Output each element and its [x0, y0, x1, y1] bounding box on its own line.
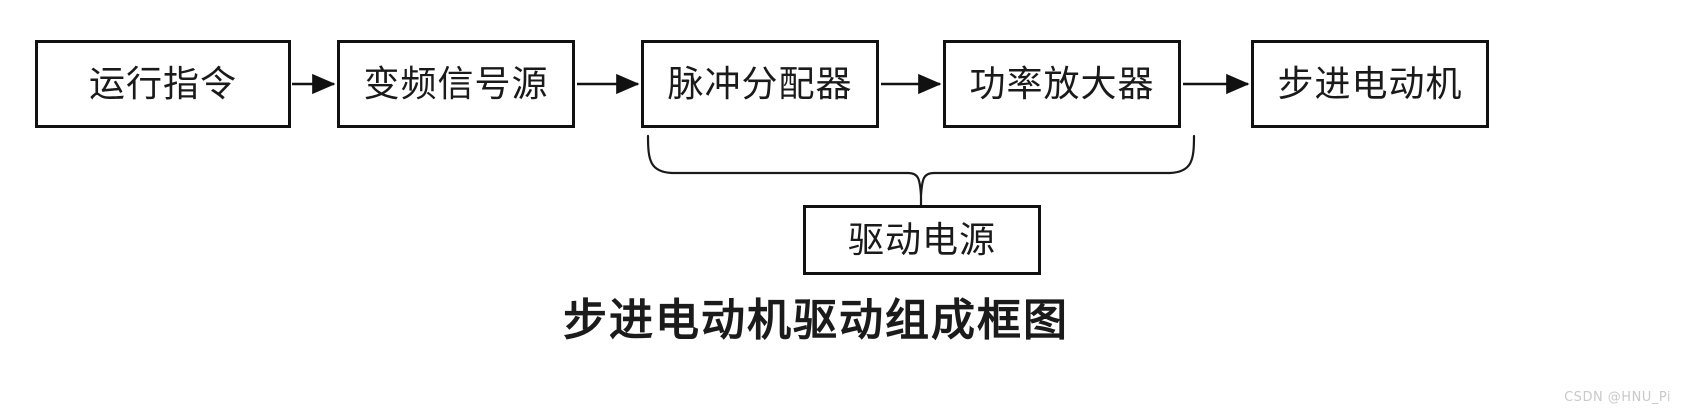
node-pulse-distributor[interactable]: 脉冲分配器	[641, 40, 879, 128]
group-brace	[646, 134, 1196, 198]
node-drive-power-supply[interactable]: 驱动电源	[803, 205, 1041, 275]
diagram-caption-text: 步进电动机驱动组成框图	[563, 296, 1069, 345]
node-drive-power-supply-label: 驱动电源	[847, 219, 996, 260]
node-vfd-signal-source-label: 变频信号源	[363, 63, 549, 104]
node-stepper-motor-label: 步进电动机	[1277, 63, 1463, 104]
node-run-command-label: 运行指令	[88, 63, 237, 104]
node-run-command[interactable]: 运行指令	[35, 40, 291, 128]
diagram-caption: 步进电动机驱动组成框图	[0, 296, 1640, 346]
node-power-amplifier-label: 功率放大器	[969, 63, 1155, 104]
node-power-amplifier[interactable]: 功率放大器	[943, 40, 1181, 128]
watermark-label: CSDN @HNU_Pi	[1564, 390, 1671, 405]
node-vfd-signal-source[interactable]: 变频信号源	[337, 40, 575, 128]
node-pulse-distributor-label: 脉冲分配器	[667, 63, 853, 104]
node-stepper-motor[interactable]: 步进电动机	[1251, 40, 1489, 128]
